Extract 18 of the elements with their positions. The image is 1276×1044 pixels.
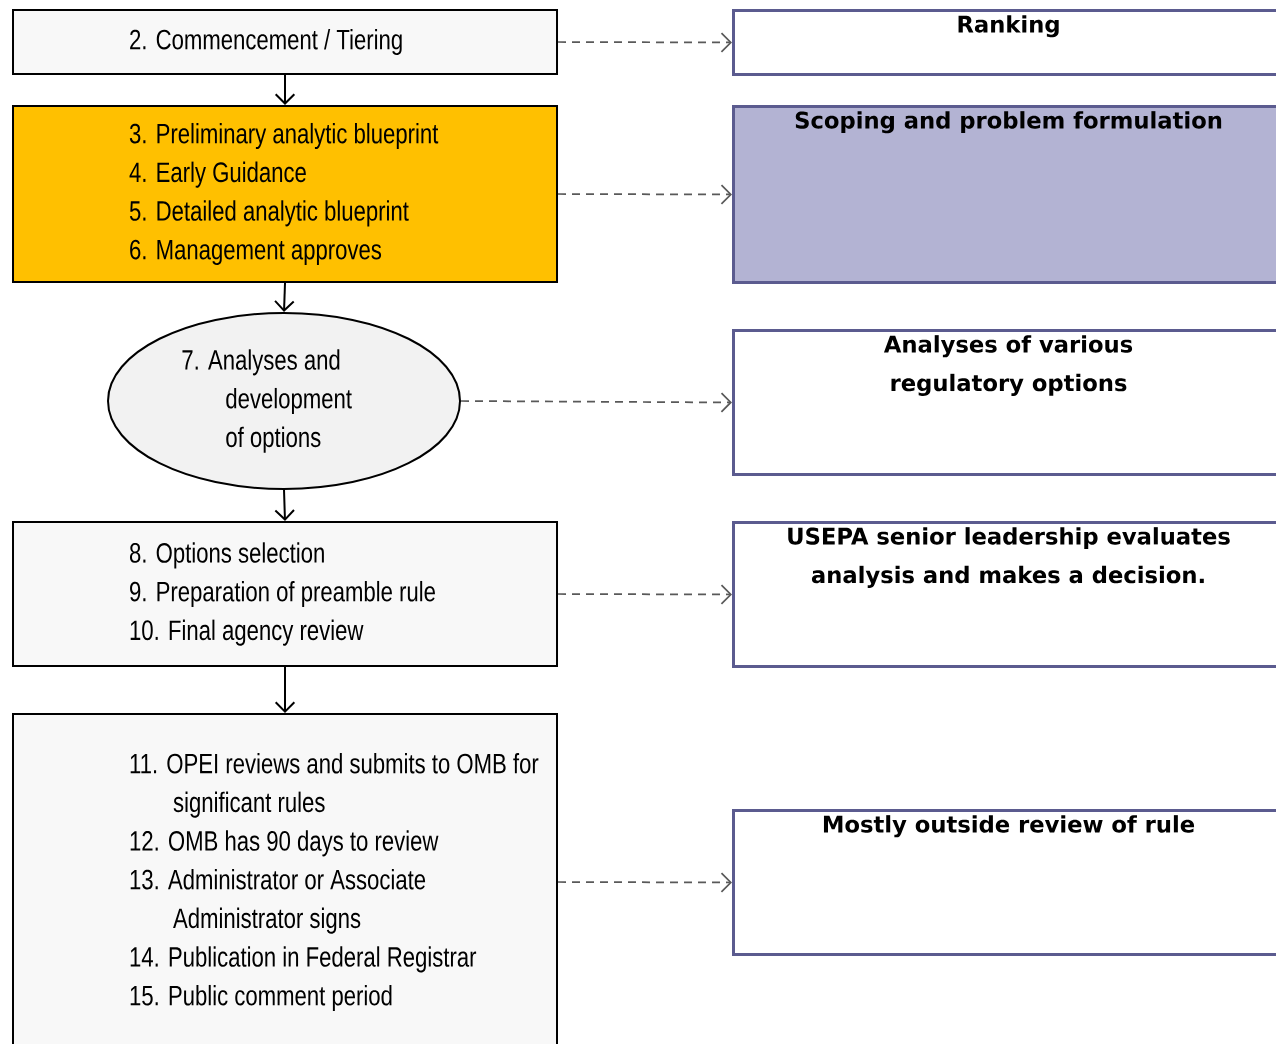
description-box: Analyses of various regulatory options: [732, 329, 1276, 476]
dashed-arrow: [557, 872, 732, 893]
process-box: 8. Options selection 9. Preparation of preamble rule 10. Final agency review: [12, 521, 558, 667]
description-box: Ranking: [732, 9, 1276, 76]
arrow: [274, 282, 295, 312]
process-box: 11. OPEI reviews and submits to OMB for significant rules 12. OMB has 90 days to review 13. Administrator or Associate Administrator signs 14. Publication in Federal Registrar 15. Public comment period: [12, 713, 558, 1044]
description-box: USEPA senior leadership evaluates analysis and makes a decision.: [732, 521, 1276, 668]
description-box: Mostly outside review of rule: [732, 809, 1276, 956]
process-box: 2. Commencement / Tiering: [12, 9, 558, 75]
dashed-arrow: [557, 584, 732, 605]
process-box: 3. Preliminary analytic blueprint 4. Early Guidance 5. Detailed analytic blueprint 6. Management approves: [12, 105, 558, 283]
arrow: [274, 666, 296, 713]
dashed-arrow: [557, 184, 732, 205]
arrow: [274, 74, 296, 105]
dashed-arrow: [460, 392, 732, 413]
description-box: Scoping and problem formulation: [732, 105, 1276, 284]
dashed-arrow: [557, 32, 732, 53]
arrow: [274, 489, 295, 521]
